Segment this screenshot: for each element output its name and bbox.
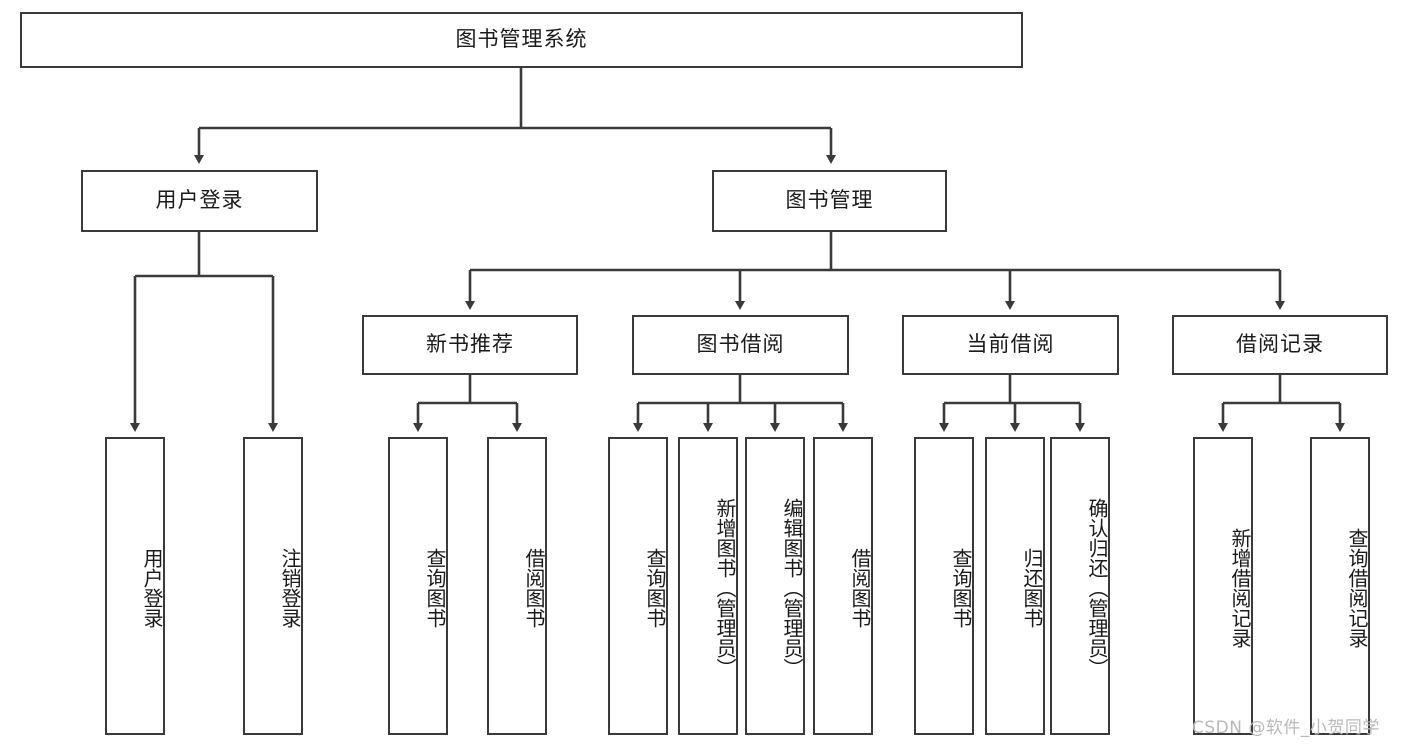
node-label: 编辑图书（管理员） bbox=[780, 498, 804, 678]
node-label: 新书推荐 bbox=[426, 332, 514, 357]
node-label: 图书借阅 bbox=[696, 332, 785, 357]
node-label: 新增图书（管理员） bbox=[713, 498, 737, 678]
node-book-borrow[interactable]: 图书借阅 bbox=[632, 315, 849, 375]
node-label: 借阅记录 bbox=[1236, 332, 1324, 357]
node-label: 新增借阅记录 bbox=[1228, 528, 1252, 648]
node-label: 查询图书 bbox=[949, 548, 973, 628]
node-label: 用户登录 bbox=[140, 548, 164, 628]
node-leaf-edit-book-admin[interactable]: 编辑图书（管理员） bbox=[745, 437, 805, 735]
node-label: 查询图书 bbox=[423, 548, 447, 628]
csdn-watermark: CSDN @软件_小贺同学 bbox=[1192, 718, 1380, 738]
node-label: 图书管理系统 bbox=[455, 27, 588, 52]
node-leaf-query-book-cb[interactable]: 查询图书 bbox=[914, 437, 974, 735]
node-leaf-confirm-return-admin[interactable]: 确认归还（管理员） bbox=[1050, 437, 1110, 735]
node-label: 用户登录 bbox=[155, 188, 244, 213]
node-label: 图书管理 bbox=[785, 188, 874, 213]
node-root-system[interactable]: 图书管理系统 bbox=[20, 12, 1023, 68]
node-label: 借阅图书 bbox=[848, 548, 872, 628]
node-user-login[interactable]: 用户登录 bbox=[81, 170, 318, 232]
node-label: 查询图书 bbox=[643, 548, 667, 628]
node-label: 确认归还（管理员） bbox=[1085, 498, 1109, 678]
node-label: 归还图书 bbox=[1020, 548, 1044, 628]
node-label: 借阅图书 bbox=[522, 548, 546, 628]
node-borrow-record[interactable]: 借阅记录 bbox=[1172, 315, 1388, 375]
node-leaf-query-book-nbr[interactable]: 查询图书 bbox=[388, 437, 448, 735]
node-leaf-add-book-admin[interactable]: 新增图书（管理员） bbox=[678, 437, 738, 735]
node-label: 当前借阅 bbox=[966, 332, 1055, 357]
node-leaf-logout[interactable]: 注销登录 bbox=[243, 437, 303, 735]
node-leaf-borrow-book-nbr[interactable]: 借阅图书 bbox=[487, 437, 547, 735]
node-leaf-add-borrow-record[interactable]: 新增借阅记录 bbox=[1193, 437, 1253, 735]
node-current-borrow[interactable]: 当前借阅 bbox=[902, 315, 1119, 375]
node-leaf-query-borrow-record[interactable]: 查询借阅记录 bbox=[1310, 437, 1370, 735]
node-leaf-query-book-bb[interactable]: 查询图书 bbox=[608, 437, 668, 735]
node-leaf-return-book[interactable]: 归还图书 bbox=[985, 437, 1045, 735]
node-leaf-user-login[interactable]: 用户登录 bbox=[105, 437, 165, 735]
node-new-book-recommend[interactable]: 新书推荐 bbox=[362, 315, 578, 375]
node-label: 注销登录 bbox=[278, 548, 302, 628]
node-leaf-borrow-book-bb[interactable]: 借阅图书 bbox=[813, 437, 873, 735]
node-label: 查询借阅记录 bbox=[1345, 528, 1369, 648]
node-book-management[interactable]: 图书管理 bbox=[712, 170, 947, 232]
